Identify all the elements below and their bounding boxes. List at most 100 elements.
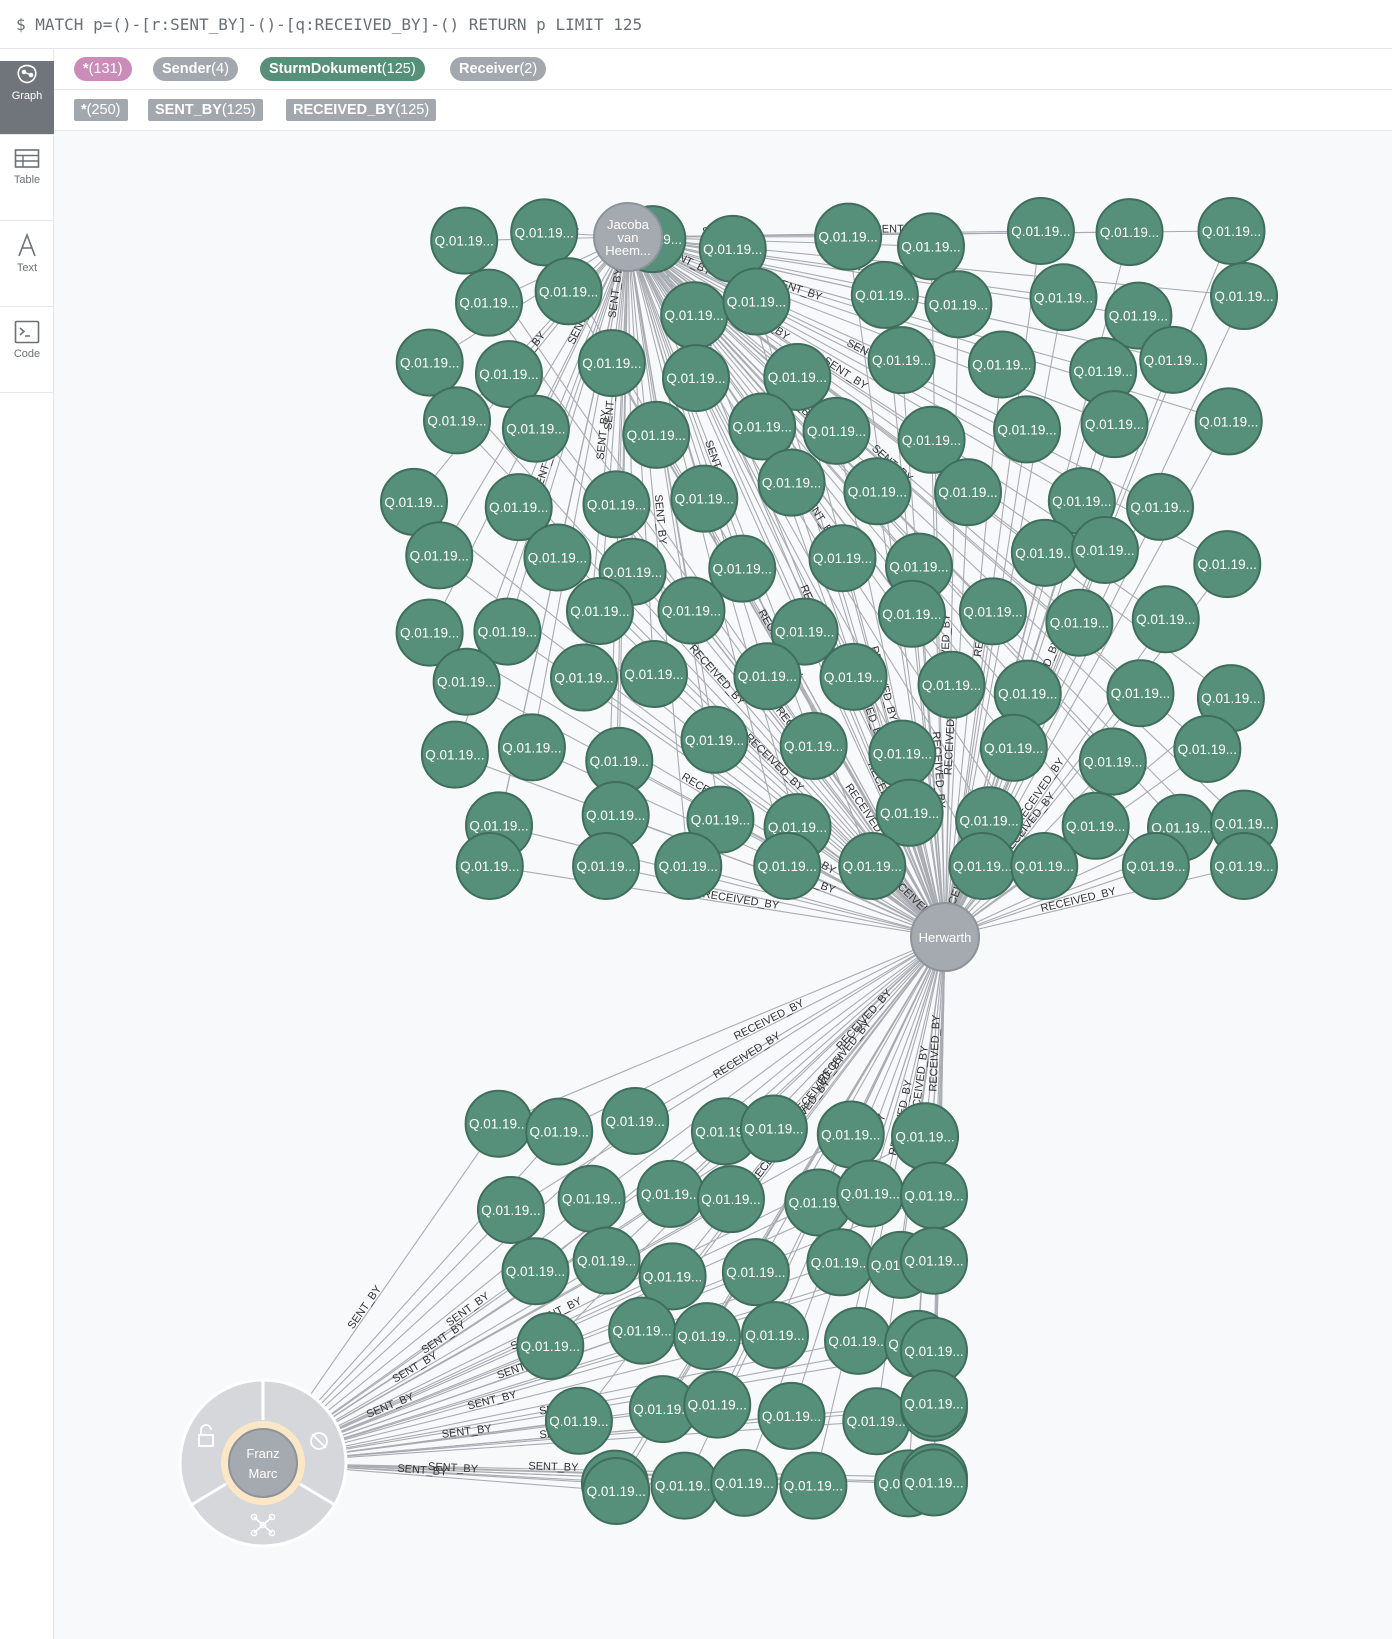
- document-node[interactable]: Q.01.19...: [544, 1386, 613, 1455]
- document-node[interactable]: Q.01.19...: [501, 1237, 570, 1306]
- document-node[interactable]: Q.01.19...: [740, 1301, 809, 1370]
- document-node[interactable]: Q.01.19...: [1010, 518, 1079, 587]
- document-node[interactable]: Q.01.19...: [917, 650, 986, 719]
- edge-sent-by[interactable]: [627, 236, 716, 740]
- document-node[interactable]: Q.01.19...: [721, 1238, 790, 1307]
- document-node[interactable]: Q.01.19...: [900, 1448, 968, 1517]
- query-editor[interactable]: $ MATCH p=()-[r:SENT_BY]-()-[q:RECEIVED_…: [0, 0, 1392, 49]
- edge-sent-by[interactable]: [429, 236, 629, 364]
- document-node[interactable]: Q.01.19...: [516, 1312, 585, 1381]
- document-node[interactable]: Q.01.19...: [753, 832, 822, 900]
- document-node[interactable]: Q.01.19...: [836, 1159, 905, 1228]
- document-node[interactable]: Q.01.19...: [523, 523, 592, 592]
- document-node[interactable]: Q.01.19...: [733, 642, 802, 711]
- document-node[interactable]: Q.01.19...: [967, 330, 1036, 399]
- document-node[interactable]: Q.01.19...: [650, 1451, 719, 1520]
- document-node[interactable]: Q.01.19...: [728, 392, 797, 461]
- document-node[interactable]: Q.01.19...: [1197, 197, 1266, 265]
- document-node[interactable]: Q.01.19...: [577, 329, 646, 398]
- document-node[interactable]: Q.01.19...: [1045, 588, 1114, 657]
- document-node[interactable]: Q.01.19...: [1069, 336, 1138, 405]
- edge-received-by[interactable]: [944, 364, 1003, 938]
- label-pill-sender[interactable]: Sender(4): [153, 57, 238, 81]
- document-node[interactable]: Q.01.19...: [770, 597, 839, 666]
- document-node[interactable]: Q.01.19...: [1095, 198, 1164, 267]
- edge-received-by[interactable]: [498, 824, 946, 938]
- document-node[interactable]: Q.01.19...: [900, 1316, 968, 1385]
- unlock-icon[interactable]: [198, 1424, 214, 1447]
- document-node[interactable]: Q.01.19...: [432, 647, 501, 716]
- document-node[interactable]: Q.01.19...: [661, 344, 730, 413]
- document-node[interactable]: Q.01.19...: [581, 780, 650, 849]
- document-node[interactable]: Q.01.19...: [739, 1094, 808, 1163]
- document-node[interactable]: Q.01.19...: [484, 473, 553, 542]
- edge-received-by[interactable]: [944, 865, 1245, 938]
- document-node[interactable]: Q.01.19...: [565, 576, 634, 645]
- document-node[interactable]: Q.01.19...: [1106, 659, 1175, 728]
- document-node[interactable]: Q.01.19...: [802, 396, 871, 465]
- document-node[interactable]: Q.01.19...: [557, 1164, 626, 1233]
- document-node[interactable]: Q.01.19...: [1078, 727, 1147, 796]
- document-node[interactable]: Q.01.19...: [824, 1306, 893, 1375]
- edge-sent-by[interactable]: [627, 236, 1083, 502]
- document-node[interactable]: Q.01.19...: [473, 597, 542, 666]
- rel-tag-all[interactable]: *(250): [74, 99, 128, 121]
- view-tab-text[interactable]: Text: [0, 233, 54, 307]
- edge-sent-by[interactable]: [627, 236, 768, 677]
- edge-received-by[interactable]: [944, 684, 953, 938]
- document-node[interactable]: Q.01.19...: [550, 643, 619, 712]
- edge-sent-by[interactable]: [627, 236, 1028, 430]
- document-node[interactable]: Q.01.19...: [455, 268, 524, 337]
- document-node[interactable]: Q.01.19...: [690, 1097, 759, 1166]
- document-node[interactable]: Q.01.19...: [900, 1161, 968, 1230]
- edge-received-by[interactable]: [634, 936, 946, 1122]
- document-node[interactable]: Q.01.19...: [710, 1448, 779, 1517]
- expand-node-icon[interactable]: [250, 1513, 276, 1537]
- document-node[interactable]: Q.01.19...: [430, 206, 499, 275]
- document-node[interactable]: Q.01.19...: [896, 212, 965, 281]
- document-node[interactable]: Q.01.19...: [838, 832, 907, 900]
- document-node[interactable]: Q.01.19...: [958, 577, 1027, 646]
- document-node[interactable]: Q.01.19...: [819, 642, 888, 711]
- document-node[interactable]: Q.01.19...: [708, 534, 777, 603]
- document-node[interactable]: Q.01.19...: [1121, 832, 1190, 900]
- rel-tag-received-by[interactable]: RECEIVED_BY(125): [286, 99, 437, 121]
- edge-received-by[interactable]: [688, 865, 946, 938]
- document-node[interactable]: Q.01.19...: [934, 458, 1003, 527]
- document-node[interactable]: Q.01.19...: [1139, 325, 1208, 394]
- document-node[interactable]: Q.01.19...: [572, 832, 641, 900]
- document-node[interactable]: Q.01.19...: [638, 1242, 707, 1311]
- edge-received-by[interactable]: [498, 936, 946, 1125]
- document-node[interactable]: Q.01.19...: [900, 1369, 968, 1438]
- rel-tag-sent-by[interactable]: SENT_BY(125): [148, 99, 263, 121]
- edge-sent-by[interactable]: [627, 236, 788, 867]
- document-node[interactable]: Q.01.19...: [1131, 585, 1200, 654]
- edge-received-by[interactable]: [773, 936, 946, 1129]
- document-node[interactable]: Q.01.19...: [455, 832, 524, 900]
- document-node[interactable]: Q.01.19...: [680, 705, 749, 774]
- sender-node-jacoba[interactable]: JacobavanHeem...: [593, 202, 663, 272]
- document-node[interactable]: Q.01.19...: [1126, 472, 1195, 541]
- document-node[interactable]: Q.01.19...: [868, 719, 937, 788]
- edge-sent-by[interactable]: [262, 1264, 901, 1464]
- document-node[interactable]: Q.01.19...: [608, 1296, 677, 1365]
- edge-received-by[interactable]: [591, 936, 946, 1200]
- edge-received-by[interactable]: [510, 936, 946, 1211]
- document-node[interactable]: Q.01.19...: [585, 726, 654, 795]
- document-node[interactable]: Q.01.19...: [670, 464, 739, 533]
- document-node[interactable]: Q.01.19...: [683, 1370, 752, 1439]
- document-node[interactable]: Q.01.19...: [497, 713, 566, 782]
- document-node[interactable]: Q.01.19...: [779, 1451, 848, 1520]
- document-node[interactable]: Q.01.19...: [534, 257, 603, 326]
- document-node[interactable]: Q.01.19...: [757, 448, 826, 517]
- document-node[interactable]: Q.01.19...: [672, 1302, 741, 1371]
- document-node[interactable]: Q.01.19...: [924, 270, 993, 339]
- document-node[interactable]: Q.01.19...: [464, 1089, 533, 1158]
- document-node[interactable]: Q.01.19...: [757, 1381, 826, 1450]
- document-node[interactable]: Q.01.19...: [897, 405, 966, 474]
- document-node[interactable]: Q.01.19...: [510, 198, 579, 267]
- document-node[interactable]: Q.01.19...: [850, 260, 919, 329]
- edge-received-by[interactable]: [714, 739, 946, 938]
- document-node[interactable]: Q.01.19...: [875, 778, 944, 847]
